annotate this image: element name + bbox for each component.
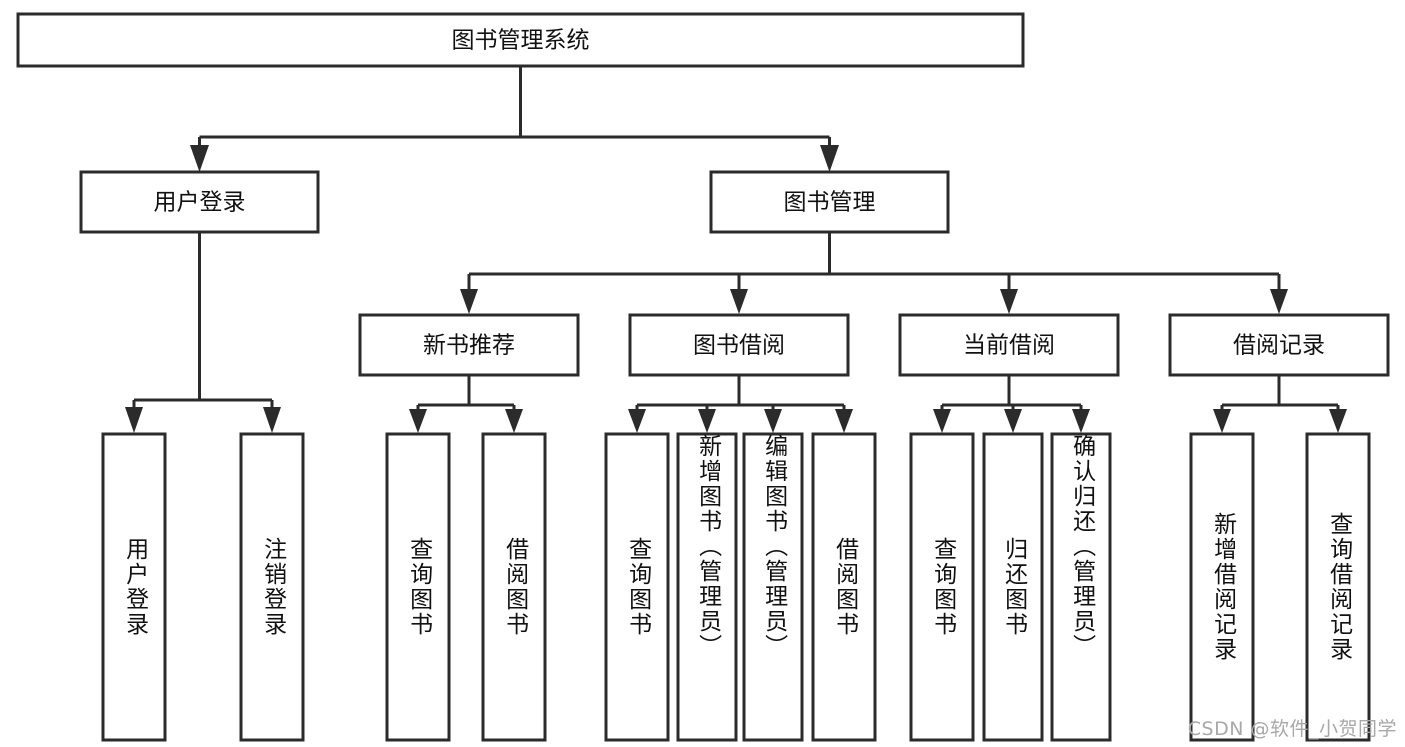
node-box-root[interactable] xyxy=(16,12,1025,68)
arrow-head-current-borrow xyxy=(1000,289,1018,314)
node-label-book-manage: 图书管理 xyxy=(784,190,876,216)
arrow-head-l-return-book xyxy=(1004,409,1022,433)
node-box-l-add-book-admin[interactable] xyxy=(676,432,738,742)
node-box-current-borrow[interactable] xyxy=(898,313,1120,377)
arrow-head-borrow-record xyxy=(1270,289,1288,314)
node-box-user-login[interactable] xyxy=(79,170,320,234)
watermark-text: CSDN @软件_小贺同学 xyxy=(1187,718,1397,740)
arrow-head-new-book-rec xyxy=(460,289,478,314)
node-label-user-login: 用户登录 xyxy=(154,190,246,216)
arrow-head-l-query-book-new xyxy=(409,409,427,433)
node-label-book-borrow: 图书借阅 xyxy=(693,333,785,359)
arrow-head-user-login xyxy=(190,145,209,172)
node-box-l-query-book-current[interactable] xyxy=(909,432,975,742)
node-box-l-query-book-borrow[interactable] xyxy=(604,432,670,742)
node-box-new-book-rec[interactable] xyxy=(358,313,580,377)
node-label-borrow-record: 借阅记录 xyxy=(1233,333,1325,359)
node-box-book-borrow[interactable] xyxy=(628,313,850,377)
arrow-head-book-manage xyxy=(820,145,839,172)
arrow-head-l-user-login xyxy=(125,407,143,433)
node-box-book-manage[interactable] xyxy=(709,170,950,234)
arrow-head-l-user-logout xyxy=(263,407,281,433)
node-label-new-book-rec: 新书推荐 xyxy=(423,333,515,359)
arrow-head-l-confirm-return-admin xyxy=(1072,409,1090,433)
node-box-l-borrow-book[interactable] xyxy=(811,432,877,742)
node-box-l-user-login[interactable] xyxy=(101,432,167,742)
arrow-head-l-add-book-admin xyxy=(698,409,716,433)
arrow-head-l-borrow-book xyxy=(835,409,853,433)
node-box-l-borrow-book-new[interactable] xyxy=(481,432,547,742)
arrow-head-l-add-borrow-record xyxy=(1213,409,1231,433)
node-layer: 图书管理系统 用户登录 图书管理 新书推荐 图书借阅 当前借阅 借阅记录 xyxy=(16,12,1390,742)
node-label-root: 图书管理系统 xyxy=(452,28,590,54)
node-box-l-return-book[interactable] xyxy=(982,432,1044,742)
node-box-l-edit-book-admin[interactable] xyxy=(742,432,804,742)
arrow-head-l-query-borrow-record xyxy=(1329,409,1347,433)
arrow-head-l-query-book-current xyxy=(933,409,951,433)
arrow-head-l-query-book-borrow xyxy=(628,409,646,433)
arrow-head-l-edit-book-admin xyxy=(764,409,782,433)
node-box-l-confirm-return-admin[interactable] xyxy=(1050,432,1112,742)
node-box-borrow-record[interactable] xyxy=(1168,313,1390,377)
connector-layer xyxy=(125,66,1347,433)
node-box-l-add-borrow-record[interactable] xyxy=(1189,432,1255,742)
node-label-current-borrow: 当前借阅 xyxy=(963,333,1055,359)
node-box-l-query-borrow-record[interactable] xyxy=(1305,432,1371,742)
node-box-l-query-book-new[interactable] xyxy=(385,432,451,742)
arrow-head-book-borrow xyxy=(730,289,748,314)
arrow-head-l-borrow-book-new xyxy=(505,409,523,433)
node-box-l-user-logout[interactable] xyxy=(239,432,305,742)
